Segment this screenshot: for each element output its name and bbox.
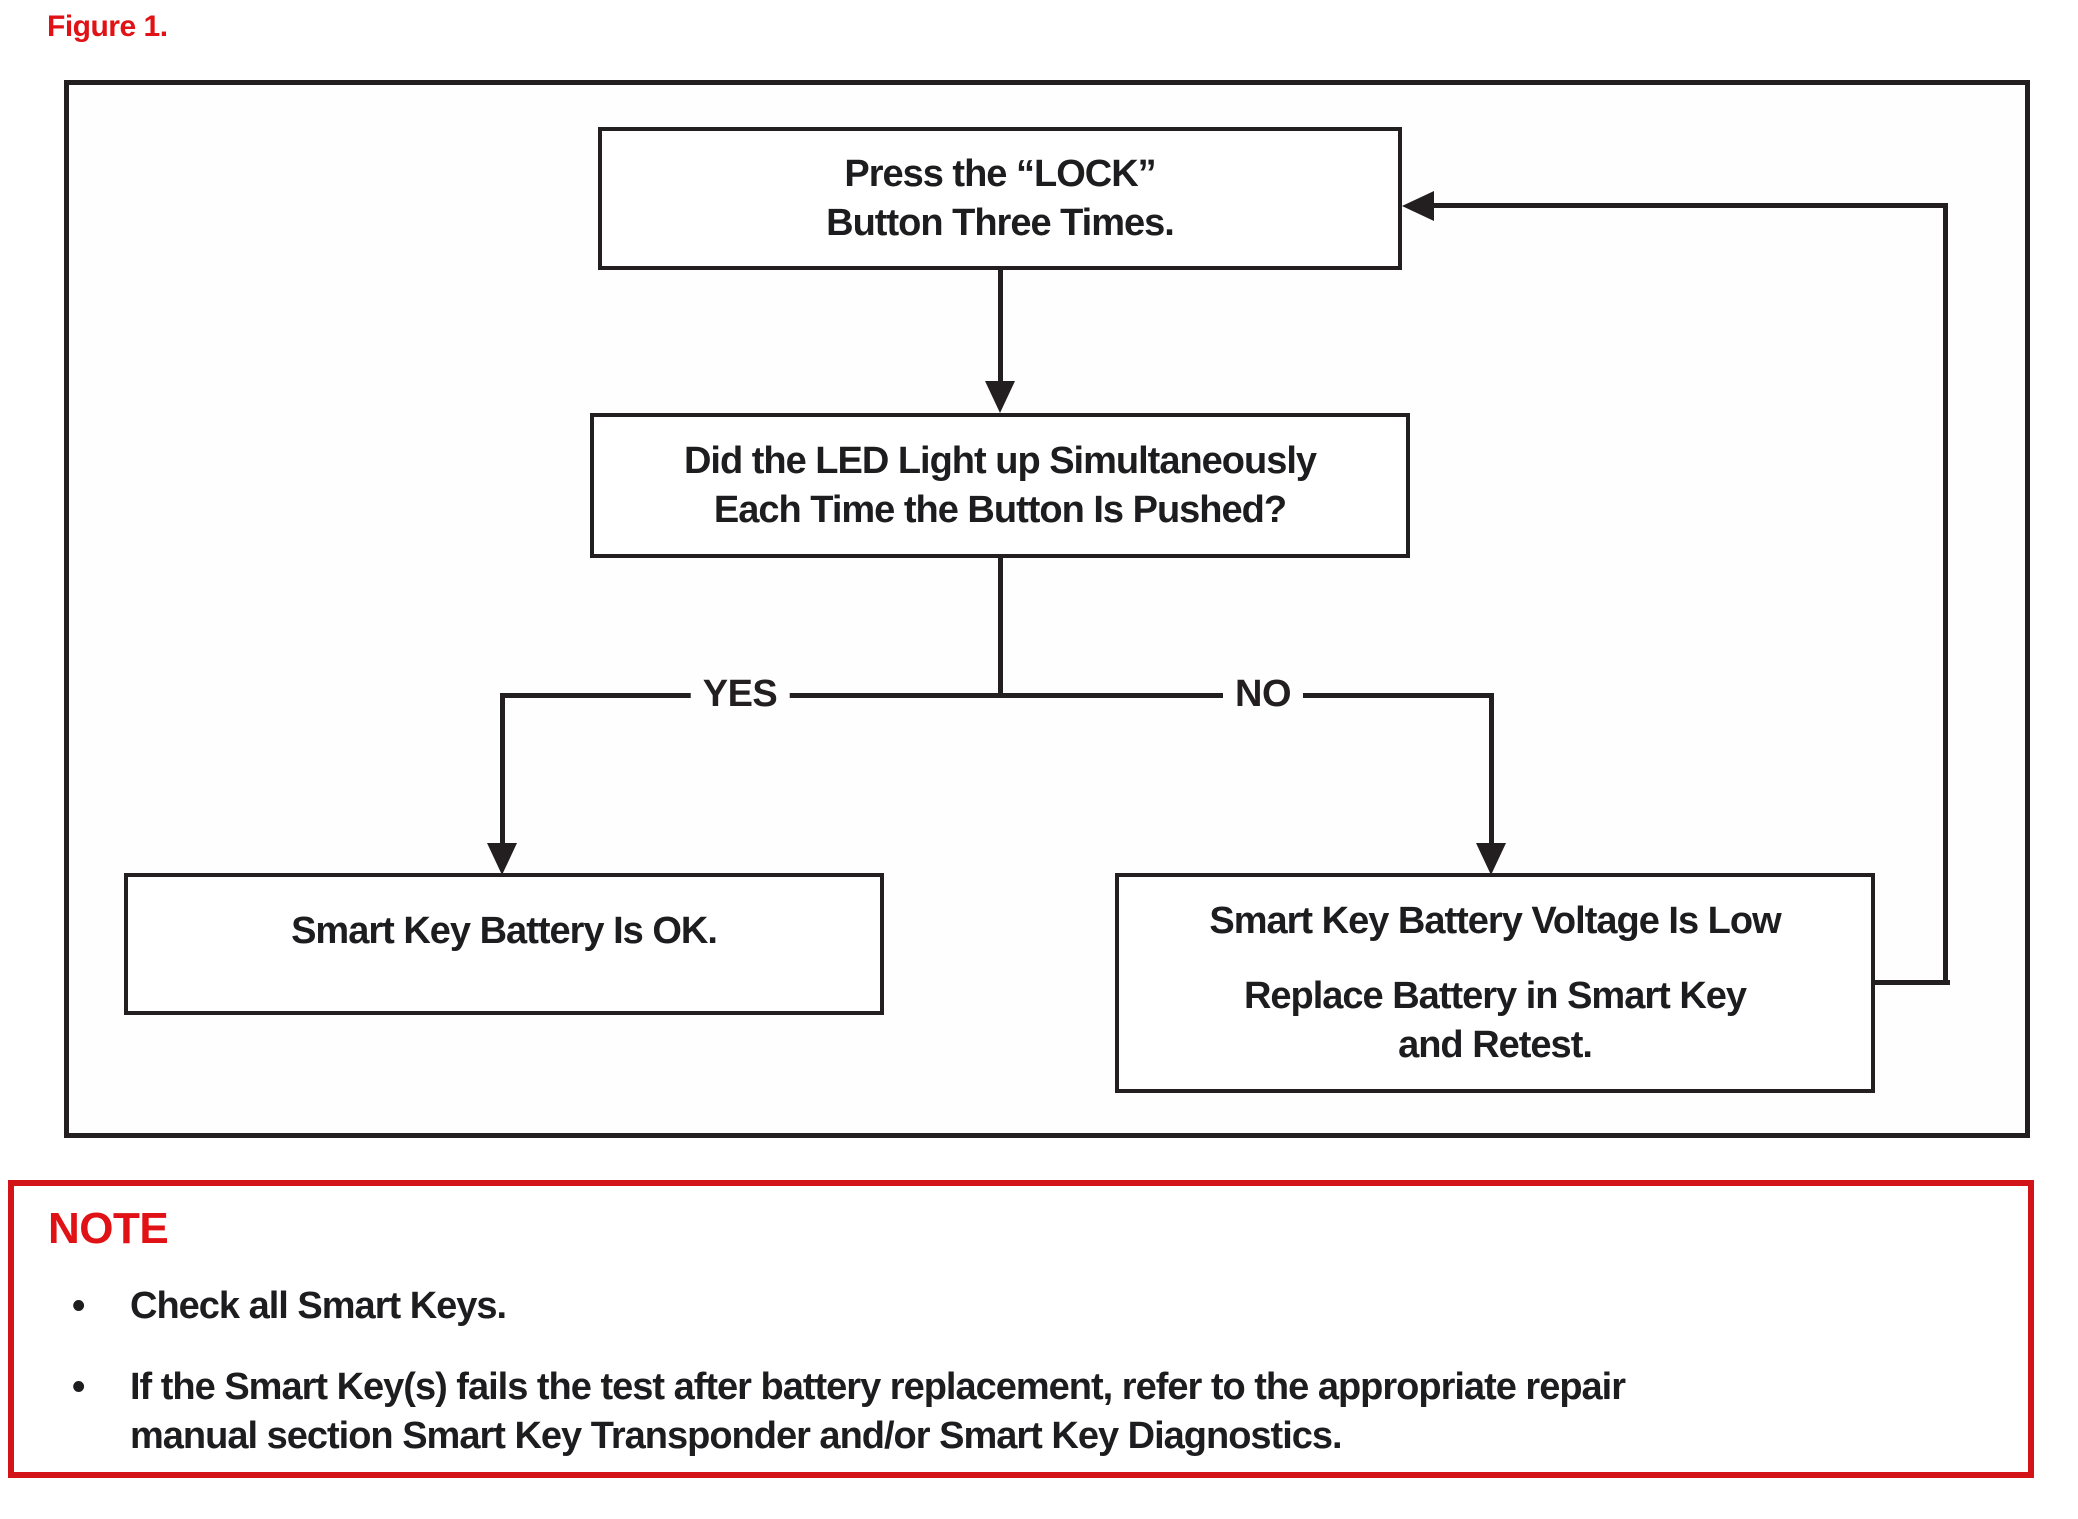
note-box: NOTE • Check all Smart Keys. • If the Sm… <box>8 1180 2034 1478</box>
connector-led-to-branch <box>998 558 1003 695</box>
node-text-line: Did the LED Light up Simultaneously <box>683 439 1317 482</box>
connector-no-branch <box>1489 693 1494 845</box>
edge-label-yes: YES <box>690 669 790 719</box>
node-text-line: Button Three Times. <box>826 201 1175 244</box>
note-bullet-text: Check all Smart Keys. <box>130 1282 507 1331</box>
note-bullet: • If the Smart Key(s) fails the test aft… <box>72 1363 1626 1461</box>
figure-label: Figure 1. <box>47 10 168 43</box>
arrowhead-left-icon <box>1402 191 1434 221</box>
node-text-line: Each Time the Button Is Pushed? <box>713 488 1287 531</box>
arrowhead-down-icon <box>1476 843 1506 875</box>
flow-node-press-lock: Press the “LOCK” Button Three Times. <box>598 127 1402 270</box>
bullet-dot: • <box>72 1285 86 1327</box>
node-text-line: Press the “LOCK” <box>844 152 1156 195</box>
loop-connector-bottom <box>1875 980 1950 985</box>
flow-node-battery-ok: Smart Key Battery Is OK. <box>124 873 884 1015</box>
note-text-line: manual section Smart Key Transponder and… <box>130 1415 1343 1457</box>
flow-node-battery-low: Smart Key Battery Voltage Is Low Replace… <box>1115 873 1875 1093</box>
note-text-line: If the Smart Key(s) fails the test after… <box>130 1366 1626 1408</box>
note-bullet-text: If the Smart Key(s) fails the test after… <box>130 1363 1626 1461</box>
note-title: NOTE <box>48 1204 169 1253</box>
note-text-line: Check all Smart Keys. <box>130 1285 507 1327</box>
flowchart-frame: Press the “LOCK” Button Three Times. Did… <box>64 80 2030 1138</box>
loop-connector-vertical <box>1943 203 1948 985</box>
connector-press-to-led <box>998 270 1003 383</box>
connector-yes-branch <box>500 693 505 845</box>
loop-connector-top <box>1432 203 1945 208</box>
bullet-dot: • <box>72 1366 86 1408</box>
node-text-line: Smart Key Battery Voltage Is Low <box>1209 899 1781 942</box>
node-text-line: Replace Battery in Smart Key <box>1243 974 1747 1017</box>
branch-line <box>502 693 1491 698</box>
flow-node-led-question: Did the LED Light up Simultaneously Each… <box>590 413 1410 558</box>
note-bullet-list: • Check all Smart Keys. • If the Smart K… <box>72 1282 1626 1493</box>
arrowhead-down-icon <box>487 843 517 875</box>
node-text-line: and Retest. <box>1398 1023 1593 1066</box>
node-text-line: Smart Key Battery Is OK. <box>291 909 718 952</box>
arrowhead-down-icon <box>985 381 1015 413</box>
note-bullet: • Check all Smart Keys. <box>72 1282 1625 1331</box>
edge-label-no: NO <box>1223 669 1303 719</box>
